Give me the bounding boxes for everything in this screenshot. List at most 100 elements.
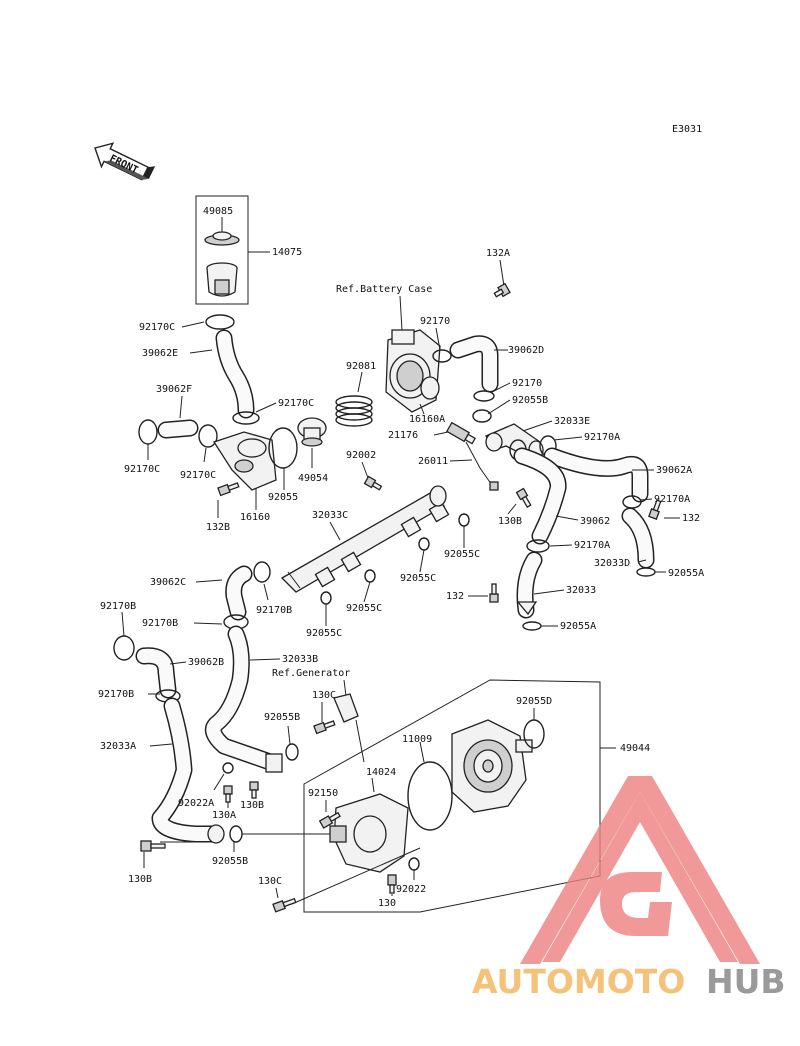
label-32033A: 32033A xyxy=(100,741,136,752)
clamp-92170B-upper xyxy=(253,561,271,583)
label-92055A-right: 92055A xyxy=(668,568,704,579)
ref-generator: Ref.Generator xyxy=(272,668,350,679)
label-92055C-b: 92055C xyxy=(400,573,436,584)
label-92022A: 92022A xyxy=(178,798,214,809)
label-92002: 92002 xyxy=(346,450,376,461)
label-92150: 92150 xyxy=(308,788,338,799)
label-32033E: 32033E xyxy=(554,416,590,427)
radiator-cap xyxy=(204,231,240,246)
bolt-92002 xyxy=(363,475,383,491)
filler-neck xyxy=(206,262,238,297)
label-32033B: 32033B xyxy=(282,654,318,665)
label-92170C-top: 92170C xyxy=(139,322,175,333)
water-pump-body xyxy=(451,719,533,813)
thermostat-housing-16160A xyxy=(385,329,441,413)
hose-39062B xyxy=(135,647,177,699)
label-16160A: 16160A xyxy=(409,414,445,425)
label-92170A-right: 92170A xyxy=(654,494,690,505)
label-92055-thermo: 92055 xyxy=(268,492,298,503)
hose-39062F xyxy=(157,419,199,439)
bolt-130 xyxy=(387,874,397,894)
bolt-132A xyxy=(493,282,511,298)
watermark-text-hub: HUB xyxy=(706,962,786,1001)
label-92170B-mid: 92170B xyxy=(142,618,178,629)
bolt-132B-upper xyxy=(217,482,240,497)
hose-39062 xyxy=(513,447,567,545)
label-32033: 32033 xyxy=(566,585,596,596)
label-39062E: 39062E xyxy=(142,348,178,359)
oring-92055-thermo xyxy=(268,427,298,469)
label-92170-top: 92170 xyxy=(420,316,450,327)
cap-group-box xyxy=(195,195,249,305)
oring-92055B-top xyxy=(472,409,492,423)
bolt-130B-mid xyxy=(249,781,259,799)
pump-cover-14024 xyxy=(329,793,409,873)
label-16160: 16160 xyxy=(240,512,270,523)
label-92170A-top: 92170A xyxy=(584,432,620,443)
clamp-92170C-top xyxy=(205,314,235,330)
pipe-32033C xyxy=(280,485,450,593)
label-132-right: 132 xyxy=(682,513,700,524)
ref-battery-case: Ref.Battery Case xyxy=(336,284,432,295)
hose-39062E xyxy=(215,329,255,419)
washer-92022 xyxy=(408,857,420,871)
sensor-21176 xyxy=(445,421,476,445)
label-92081: 92081 xyxy=(346,361,376,372)
label-92170A-lower: 92170A xyxy=(574,540,610,551)
clamp-92170C-mid xyxy=(232,411,260,425)
label-130A: 130A xyxy=(212,810,236,821)
label-132A: 132A xyxy=(486,248,510,259)
label-39062D: 39062D xyxy=(508,345,544,356)
oring-92055C-b xyxy=(418,537,430,551)
label-130C-upper: 130C xyxy=(312,690,336,701)
wire-26011 xyxy=(465,441,499,491)
label-92055B-lower: 92055B xyxy=(212,856,248,867)
label-130: 130 xyxy=(378,898,396,909)
label-132B-upper: 132B xyxy=(206,522,230,533)
watermark-text-auto: AUTOMOTO xyxy=(472,962,685,1001)
bolt-130B-right xyxy=(515,487,532,509)
bolt-130C-lower xyxy=(272,897,297,913)
hose-39062D xyxy=(449,335,499,393)
label-92170B-left: 92170B xyxy=(100,601,136,612)
label-92170B-upper: 92170B xyxy=(256,605,292,616)
label-26011: 26011 xyxy=(418,456,448,467)
front-arrow-icon: FRONT xyxy=(94,142,156,181)
oring-92055A-right xyxy=(636,567,656,577)
label-39062B: 39062B xyxy=(188,657,224,668)
pipe-32033B xyxy=(204,625,283,773)
pipe-32033 xyxy=(516,551,543,619)
clamp-92170C-lower xyxy=(198,424,218,448)
label-39062: 39062 xyxy=(580,516,610,527)
oring-92055C-c xyxy=(364,569,376,583)
oring-92055A-lower xyxy=(522,621,542,631)
water-pipe-16160 xyxy=(213,431,277,491)
diagram-code: E3031 xyxy=(672,124,702,135)
oring-92055B-mid xyxy=(285,743,299,761)
oring-92055B-lower xyxy=(229,825,243,843)
label-49085: 49085 xyxy=(203,206,233,217)
label-49044: 49044 xyxy=(620,743,650,754)
watermark-logo-icon xyxy=(520,776,760,964)
label-92170B-lower: 92170B xyxy=(98,689,134,700)
label-39062C: 39062C xyxy=(150,577,186,588)
label-130C-lower: 130C xyxy=(258,876,282,887)
label-132-lower: 132 xyxy=(446,591,464,602)
label-92055A-lower: 92055A xyxy=(560,621,596,632)
bolt-132-right xyxy=(648,499,662,520)
clamp-92170B-left xyxy=(113,635,135,661)
label-92055C-a: 92055C xyxy=(444,549,480,560)
clamp-92170A-lower xyxy=(526,539,550,553)
label-14024: 14024 xyxy=(366,767,396,778)
label-92055C-d: 92055C xyxy=(306,628,342,639)
label-32033D: 32033D xyxy=(594,558,630,569)
pipe-32033A xyxy=(151,697,225,844)
bolt-92150 xyxy=(318,811,341,829)
bolt-130A xyxy=(223,785,233,803)
label-130B-right: 130B xyxy=(498,516,522,527)
label-39062A: 39062A xyxy=(656,465,692,476)
pipe-32033D xyxy=(621,507,655,569)
spring-92081 xyxy=(335,395,373,427)
oring-92055C-d xyxy=(320,591,332,605)
